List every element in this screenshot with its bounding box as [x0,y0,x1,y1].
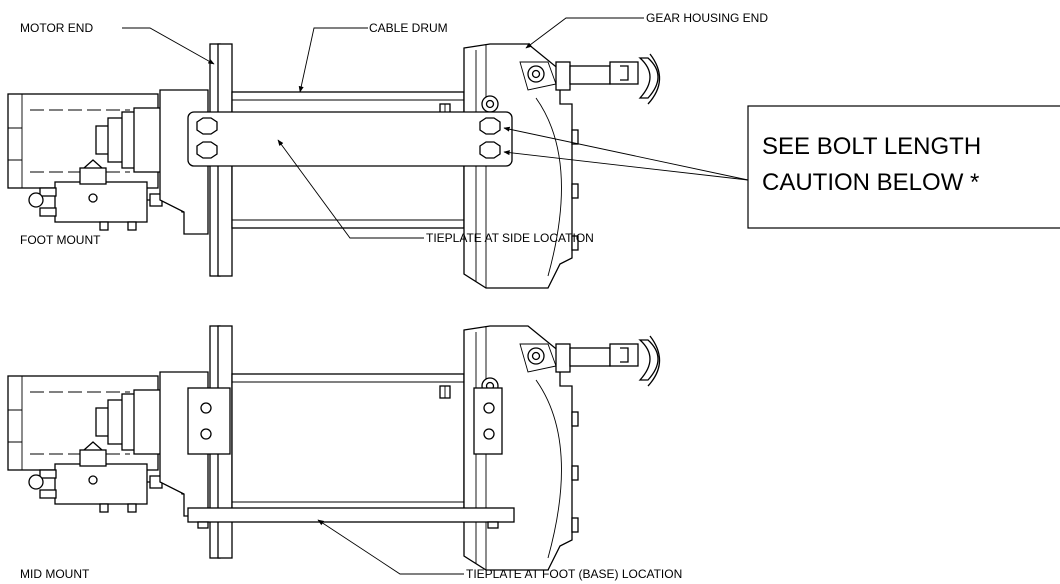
tieplate-foot [187,507,515,523]
caution-line-1: SEE BOLT LENGTH [762,133,981,160]
label-mid-mount: MID MOUNT [20,567,90,581]
mount-plate-right [473,387,503,455]
winch-mid-mount [7,325,661,571]
leader-caution-upper [503,126,749,181]
label-tieplate-foot: TIEPLATE AT FOOT (BASE) LOCATION [466,567,682,581]
label-motor-end: MOTOR END [20,21,93,35]
winch-foot-mount [7,43,661,289]
mount-plate-left [187,387,231,455]
leader-gear-housing-end [525,17,644,49]
tieplate-side [187,111,513,167]
leader-cable-drum [298,27,368,93]
caution-line-2: CAUTION BELOW * [762,169,979,196]
label-foot-mount: FOOT MOUNT [20,233,101,247]
tieplate-bolts-left [196,117,218,159]
leader-lines [122,17,749,575]
label-tieplate-side: TIEPLATE AT SIDE LOCATION [426,231,594,245]
caution-box [747,105,1060,229]
leader-caution-lower [503,150,749,181]
leader-tieplate-side [277,139,424,239]
leader-tieplate-foot [317,519,464,575]
label-gear-housing-end: GEAR HOUSING END [646,11,768,25]
tieplate-bolts-right [479,117,501,159]
leader-motor-end [122,27,215,65]
label-cable-drum: CABLE DRUM [369,21,448,35]
